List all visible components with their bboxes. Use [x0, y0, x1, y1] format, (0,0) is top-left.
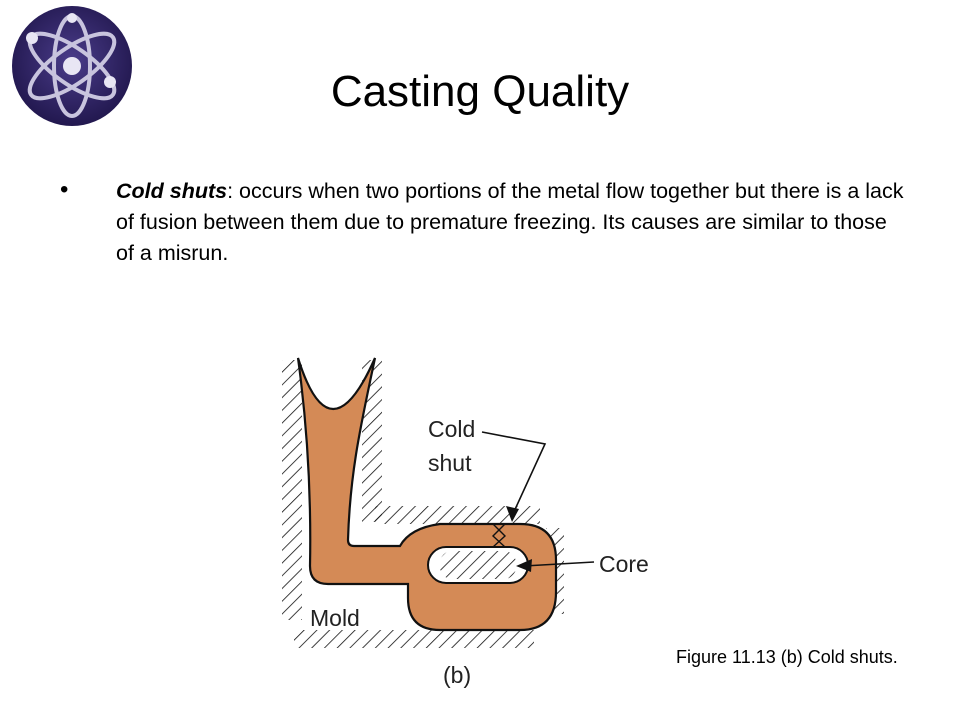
figure-caption: Figure 11.13 (b) Cold shuts. [676, 647, 898, 667]
bullet-description: : occurs when two portions of the metal … [116, 179, 904, 265]
bullet-text: Cold shuts: occurs when two portions of … [116, 176, 906, 269]
label-panel: (b) [443, 662, 471, 688]
mold-hatch-top [375, 506, 540, 524]
cold-shut-figure: Cold shut Core Mold (b) [282, 357, 649, 688]
bullet-term: Cold shuts [116, 179, 228, 203]
metal-cavity [296, 357, 558, 632]
label-shut: shut [428, 450, 472, 476]
label-mold: Mold [310, 605, 360, 631]
atom-icon [12, 6, 132, 126]
slide-title: Casting Quality [330, 67, 630, 116]
label-core: Core [599, 551, 649, 577]
core-leader [523, 561, 595, 567]
mold-hatch-bottom [294, 630, 534, 648]
bullet-marker: • [60, 176, 69, 203]
core-arrowhead [516, 559, 532, 572]
mold-hatch-left [282, 360, 302, 620]
cold-shut-mark [491, 523, 507, 548]
core-hatch [440, 551, 516, 579]
cold-shut-arrowhead [506, 506, 519, 522]
label-cold: Cold [428, 416, 475, 442]
cold-shut-leader [481, 431, 547, 517]
